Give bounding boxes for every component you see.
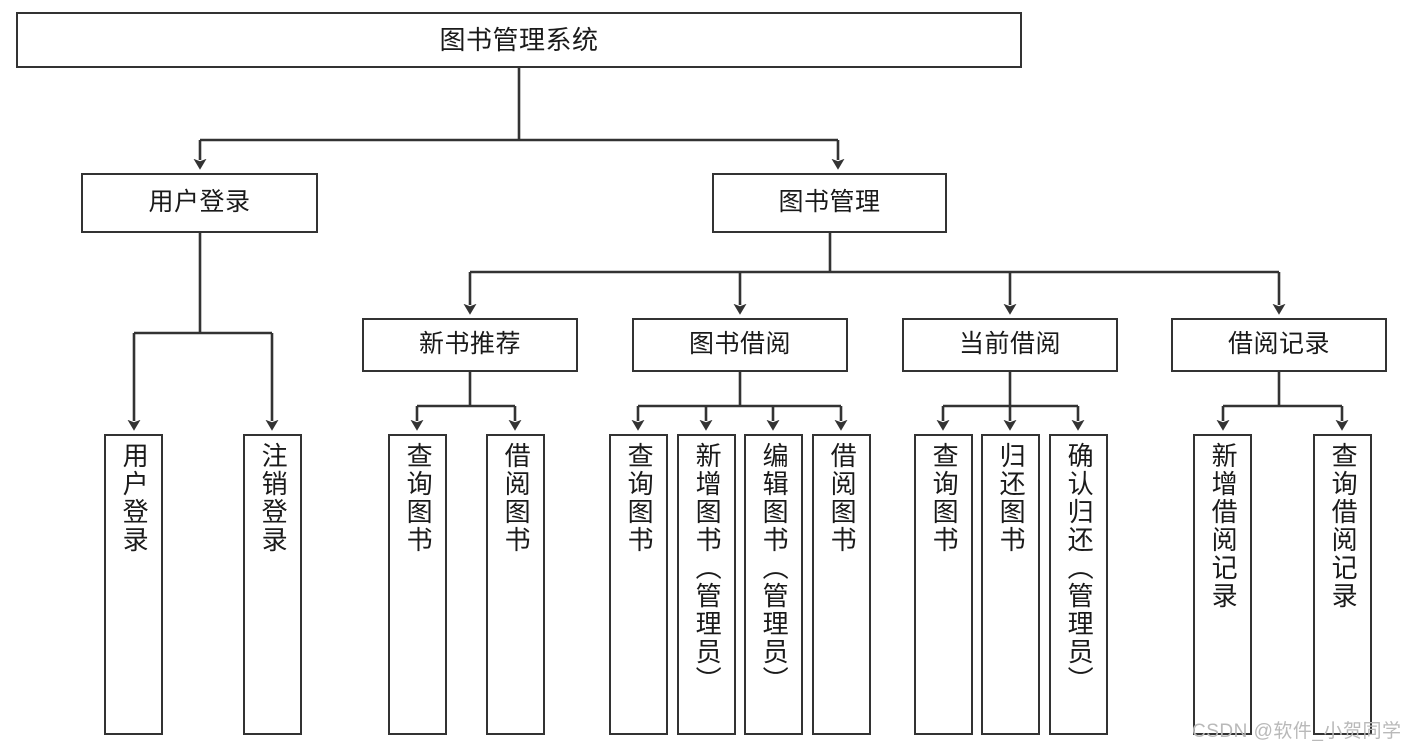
node-label: 图书借阅 <box>688 330 791 359</box>
node-user-login[interactable]: 用户登录 <box>81 173 318 233</box>
node-leaf-edit-book-admin[interactable]: 编辑图书（管理员） <box>744 434 803 735</box>
node-leaf-return-book[interactable]: 归还图书 <box>981 434 1040 735</box>
node-label: 新书推荐 <box>418 330 521 359</box>
node-label: 借阅图书 <box>827 442 858 554</box>
node-label: 新增图书（管理员） <box>692 442 723 694</box>
node-leaf-logout-login[interactable]: 注销登录 <box>243 434 302 735</box>
node-leaf-query-borrow-record[interactable]: 查询借阅记录 <box>1313 434 1372 735</box>
node-label: 查询图书 <box>929 442 960 554</box>
node-leaf-user-login[interactable]: 用户登录 <box>104 434 163 735</box>
node-label: 当前借阅 <box>958 330 1061 359</box>
node-label: 编辑图书（管理员） <box>759 442 790 694</box>
node-leaf-add-book-admin[interactable]: 新增图书（管理员） <box>677 434 736 735</box>
node-book-borrow[interactable]: 图书借阅 <box>632 318 848 372</box>
node-leaf-query-book-borrow[interactable]: 查询图书 <box>609 434 668 735</box>
node-book-management[interactable]: 图书管理 <box>712 173 947 233</box>
node-label: 查询图书 <box>403 442 434 554</box>
node-label: 用户登录 <box>148 188 251 217</box>
node-label: 用户登录 <box>119 442 150 554</box>
node-label: 确认归还（管理员） <box>1064 442 1095 694</box>
node-label: 归还图书 <box>996 442 1027 554</box>
node-label: 注销登录 <box>258 442 289 554</box>
node-label: 借阅图书 <box>501 442 532 554</box>
node-borrow-record[interactable]: 借阅记录 <box>1171 318 1387 372</box>
node-label: 查询借阅记录 <box>1328 442 1359 610</box>
node-leaf-add-borrow-record[interactable]: 新增借阅记录 <box>1193 434 1252 735</box>
node-label: 查询图书 <box>624 442 655 554</box>
node-root-book-management-system[interactable]: 图书管理系统 <box>16 12 1022 68</box>
node-label: 新增借阅记录 <box>1208 442 1239 610</box>
node-label: 图书管理 <box>778 188 881 217</box>
node-label: 图书管理系统 <box>439 24 599 55</box>
node-leaf-query-book-current[interactable]: 查询图书 <box>914 434 973 735</box>
node-leaf-confirm-return-admin[interactable]: 确认归还（管理员） <box>1049 434 1108 735</box>
node-leaf-borrow-book-recommend[interactable]: 借阅图书 <box>486 434 545 735</box>
node-current-borrow[interactable]: 当前借阅 <box>902 318 1118 372</box>
node-leaf-borrow-book[interactable]: 借阅图书 <box>812 434 871 735</box>
node-new-book-recommend[interactable]: 新书推荐 <box>362 318 578 372</box>
node-label: 借阅记录 <box>1227 330 1330 359</box>
node-leaf-query-book-recommend[interactable]: 查询图书 <box>388 434 447 735</box>
csdn-watermark: CSDN @软件_小贺同学 <box>1192 721 1402 742</box>
